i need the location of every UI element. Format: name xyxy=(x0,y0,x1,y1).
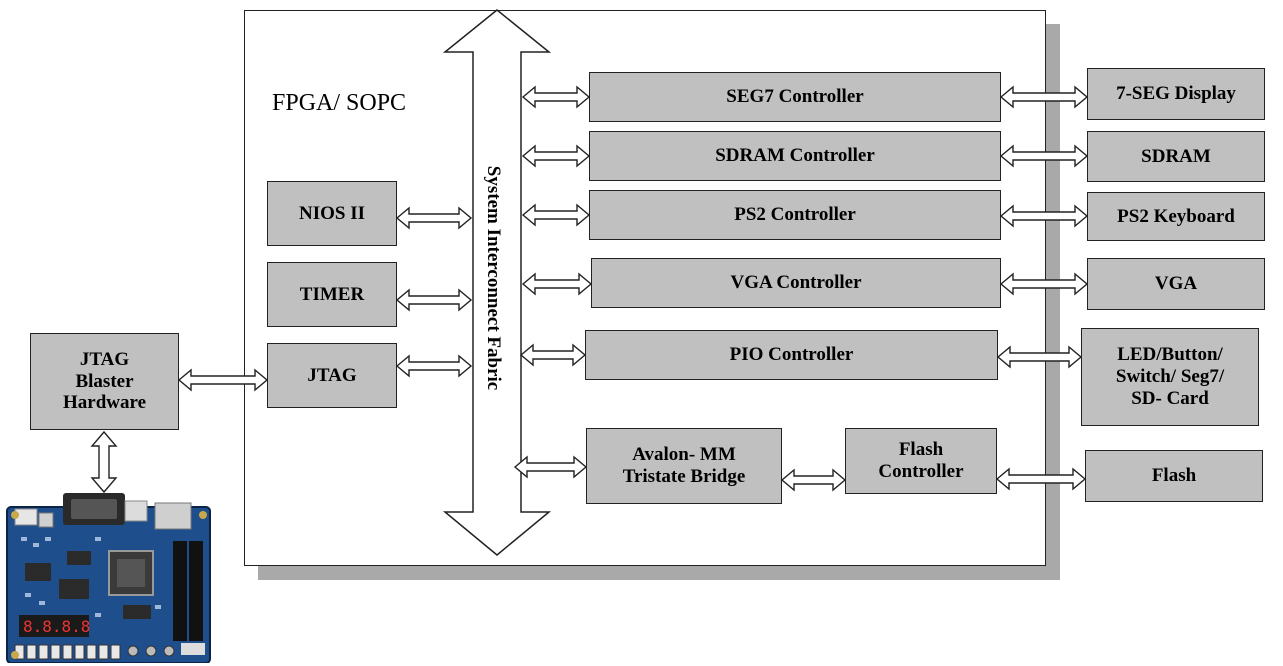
fpga-label: FPGA/ SOPC xyxy=(272,90,407,116)
jtag-label: JTAG xyxy=(307,364,357,386)
flash-controller-line-2: Controller xyxy=(878,461,964,482)
ps2-device-arrow xyxy=(999,204,1089,228)
led-button-switch-block: LED/Button/ Switch/ Seg7/ SD- Card xyxy=(1081,328,1259,426)
avalon-line-2: Tristate Bridge xyxy=(622,466,746,487)
nios-ii-block: NIOS II xyxy=(267,181,397,246)
avalon-tristate-bridge-block: Avalon- MM Tristate Bridge xyxy=(586,428,782,504)
avalon-flash-ctrl-arrow xyxy=(780,468,847,492)
seg7-controller-label: SEG7 Controller xyxy=(726,86,864,108)
flash-label: Flash xyxy=(1151,465,1197,487)
ps2-controller-block: PS2 Controller xyxy=(589,190,1001,240)
sdram-controller-label: SDRAM Controller xyxy=(715,145,875,167)
pio-device-line-2: Switch/ Seg7/ xyxy=(1115,366,1225,388)
ps2-controller-label: PS2 Controller xyxy=(734,204,856,226)
jtag-hw-line-1: JTAG xyxy=(79,348,130,370)
jtag-bus-arrow xyxy=(395,354,473,378)
pio-controller-label: PIO Controller xyxy=(729,344,854,366)
vga-controller-label: VGA Controller xyxy=(730,272,862,294)
seg7-display-label: 7-SEG Display xyxy=(1116,83,1236,105)
bus-ps2-arrow xyxy=(521,203,591,227)
bus-sdram-arrow xyxy=(521,144,591,168)
pio-device-line-3: SD- Card xyxy=(1131,387,1209,409)
vga-block: VGA xyxy=(1087,258,1265,310)
de0-dev-board-icon: 8.8.8.8 xyxy=(6,493,211,663)
vga-device-arrow xyxy=(999,272,1089,296)
system-bus-arrow xyxy=(442,9,552,556)
svg-text:8.8.8.8: 8.8.8.8 xyxy=(23,617,90,636)
jtag-block: JTAG xyxy=(267,343,397,408)
flash-block: Flash xyxy=(1085,450,1263,502)
nios-ii-label: NIOS II xyxy=(299,202,365,224)
nios-bus-arrow xyxy=(395,206,473,230)
pio-device-arrow xyxy=(996,345,1083,369)
sdram-label: SDRAM xyxy=(1141,145,1211,167)
flash-controller-block: Flash Controller xyxy=(845,428,997,494)
sdram-controller-block: SDRAM Controller xyxy=(589,131,1001,181)
jtag-hw-line-2: Blaster xyxy=(75,370,134,392)
bus-pio-arrow xyxy=(519,343,587,367)
bus-seg7-arrow xyxy=(521,85,591,109)
jtag-blaster-hardware-block: JTAG Blaster Hardware xyxy=(30,333,179,430)
timer-block: TIMER xyxy=(267,262,397,327)
avalon-line-1: Avalon- MM xyxy=(632,444,736,466)
pio-device-line-1: LED/Button/ xyxy=(1117,344,1223,366)
ps2-keyboard-label: PS2 Keyboard xyxy=(1117,205,1235,227)
seg7-controller-block: SEG7 Controller xyxy=(589,72,1001,122)
timer-label: TIMER xyxy=(299,283,365,305)
jtag-hw-jtag-arrow xyxy=(177,368,269,392)
jtag-hw-line-3: Hardware xyxy=(62,392,147,414)
pio-controller-block: PIO Controller xyxy=(585,330,998,380)
bus-vga-arrow xyxy=(521,272,593,296)
bus-avalon-arrow xyxy=(513,455,588,479)
system-interconnect-label: System Interconnect Fabric xyxy=(483,165,504,391)
sdram-block: SDRAM xyxy=(1087,131,1265,182)
timer-bus-arrow xyxy=(395,288,473,312)
sdram-device-arrow xyxy=(999,144,1089,168)
ps2-keyboard-block: PS2 Keyboard xyxy=(1087,192,1265,241)
seg7-display-block: 7-SEG Display xyxy=(1087,68,1265,120)
seg7-device-arrow xyxy=(999,85,1089,109)
vga-controller-block: VGA Controller xyxy=(591,258,1001,308)
jtag-hw-board-arrow xyxy=(90,430,118,494)
flash-device-arrow xyxy=(995,467,1087,491)
flash-controller-line-1: Flash xyxy=(898,439,944,461)
vga-label: VGA xyxy=(1154,273,1198,295)
